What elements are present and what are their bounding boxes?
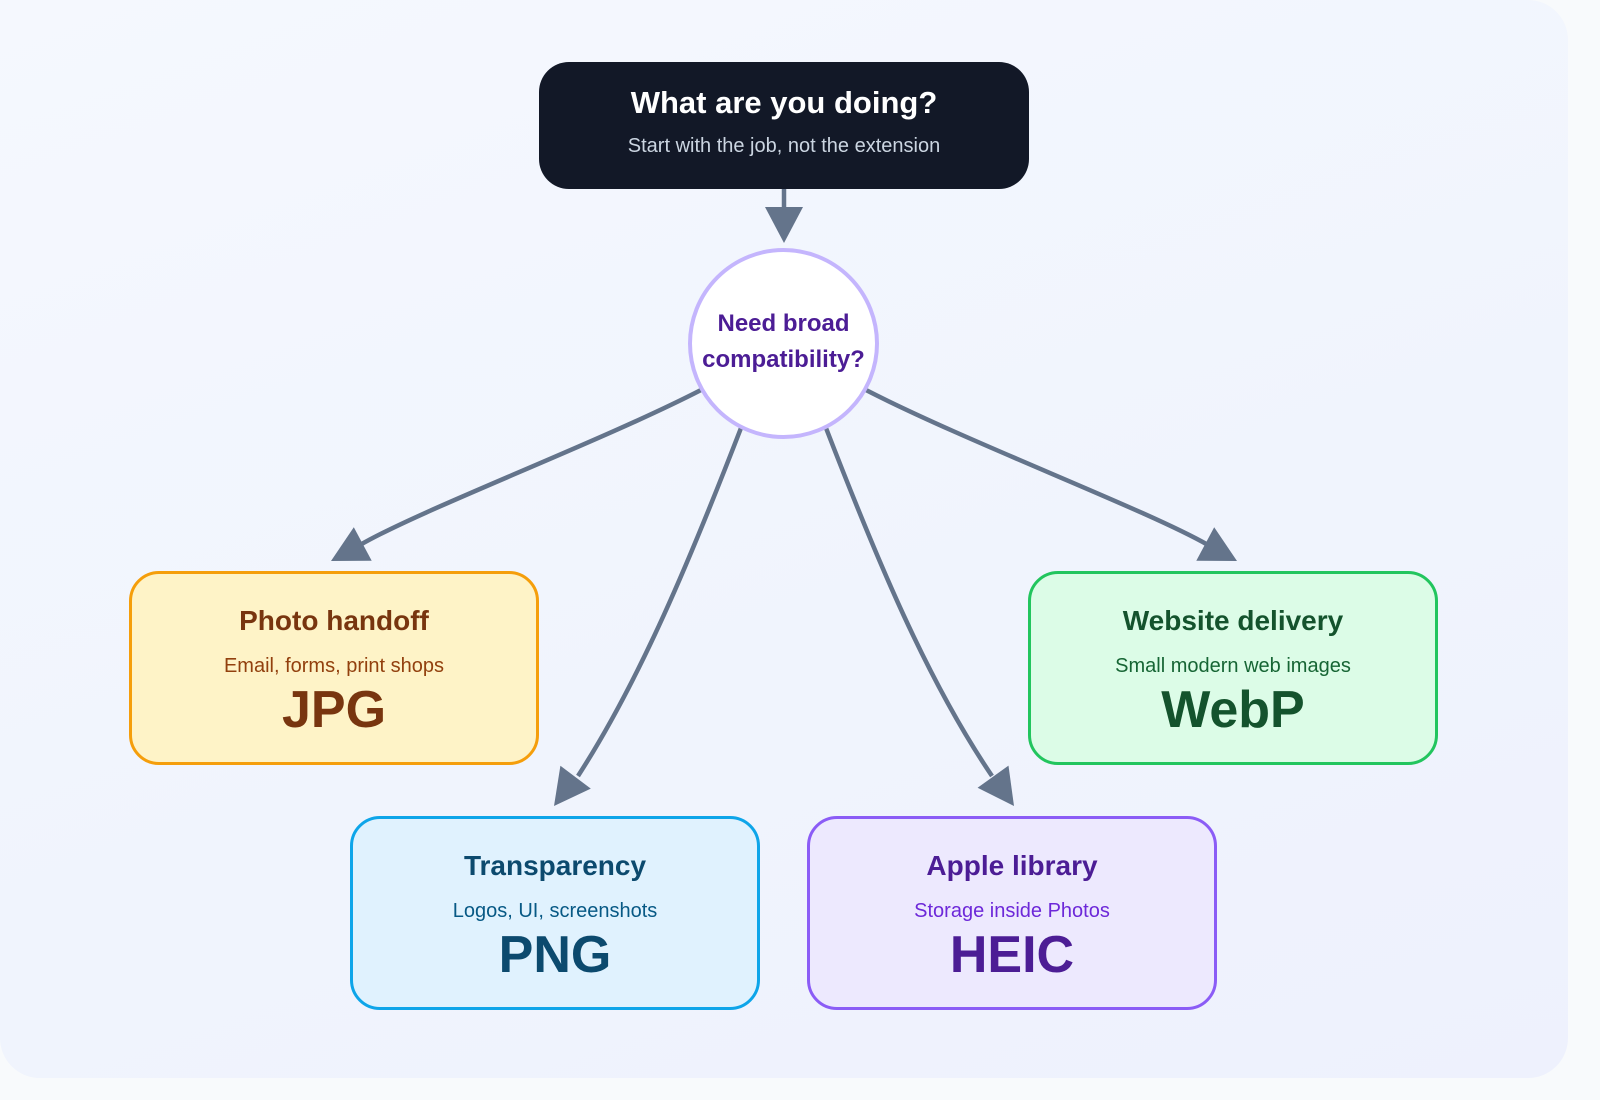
- outcome-title: Transparency: [463, 850, 647, 881]
- decision-line-1: Need broad: [717, 309, 850, 337]
- start-subtitle: Start with the job, not the extension: [627, 135, 941, 157]
- start-node: What are you doing? Start with the job, …: [539, 62, 1029, 189]
- outcome-node-webp: Website delivery Small modern web images…: [1028, 571, 1438, 765]
- decision-label: Need broad compatibility?: [702, 306, 865, 378]
- outcome-node-heic: Apple library Storage inside Photos HEIC: [807, 816, 1217, 1010]
- outcome-node-png: Transparency Logos, UI, screenshots PNG: [350, 816, 760, 1010]
- decision-line-2: compatibility?: [702, 345, 865, 373]
- edge-decision-to-png: [576, 427, 744, 778]
- outcome-subtitle: Small modern web images: [1115, 655, 1351, 677]
- outcome-subtitle: Storage inside Photos: [914, 900, 1110, 922]
- outcome-title: Apple library: [926, 850, 1098, 881]
- outcome-subtitle: Logos, UI, screenshots: [452, 900, 658, 922]
- arrowhead-icon: [554, 765, 591, 806]
- edge-decision-to-jpg: [358, 387, 703, 547]
- outcome-node-jpg: Photo handoff Email, forms, print shops …: [129, 571, 539, 765]
- edge-decision-to-heic: [823, 427, 994, 778]
- outcome-title: Photo handoff: [239, 605, 429, 636]
- arrowhead-icon: [1196, 527, 1237, 561]
- outcome-format: WebP: [1161, 681, 1305, 739]
- outcome-format: PNG: [498, 926, 612, 984]
- arrowhead-icon: [765, 207, 803, 243]
- edge-decision-to-webp: [864, 387, 1210, 547]
- outcome-format: JPG: [281, 681, 387, 739]
- arrowhead-icon: [331, 527, 372, 561]
- arrowhead-icon: [977, 765, 1014, 806]
- outcome-format: HEIC: [949, 926, 1075, 984]
- outcome-subtitle: Email, forms, print shops: [223, 655, 445, 677]
- outcome-title: Website delivery: [1122, 605, 1344, 636]
- start-title: What are you doing?: [630, 85, 938, 120]
- decision-node: Need broad compatibility?: [688, 248, 879, 439]
